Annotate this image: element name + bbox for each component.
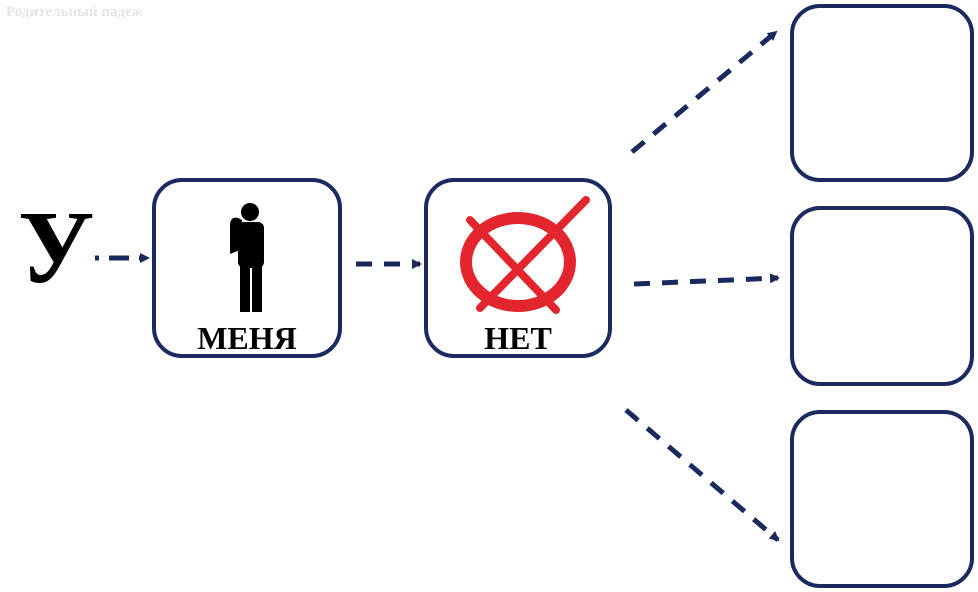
answer-slot-bottom[interactable] <box>790 410 974 588</box>
arrow-to-top-slot <box>630 30 778 154</box>
card-me: МЕНЯ <box>152 178 342 358</box>
preposition-letter: У <box>18 190 95 305</box>
card-label-no: НЕТ <box>484 320 552 356</box>
card-label-me: МЕНЯ <box>197 320 297 356</box>
answer-slot-top[interactable] <box>790 4 974 182</box>
answer-slot-middle[interactable] <box>790 206 974 386</box>
slide-caption: Родительный падеж <box>6 4 143 20</box>
person-pointing-at-self-icon <box>230 203 264 312</box>
red-crossed-circle-icon <box>460 196 590 314</box>
arrow-to-bottom-slot <box>624 408 780 542</box>
arrow-to-middle-slot <box>633 273 780 287</box>
card-no: НЕТ <box>424 178 612 358</box>
